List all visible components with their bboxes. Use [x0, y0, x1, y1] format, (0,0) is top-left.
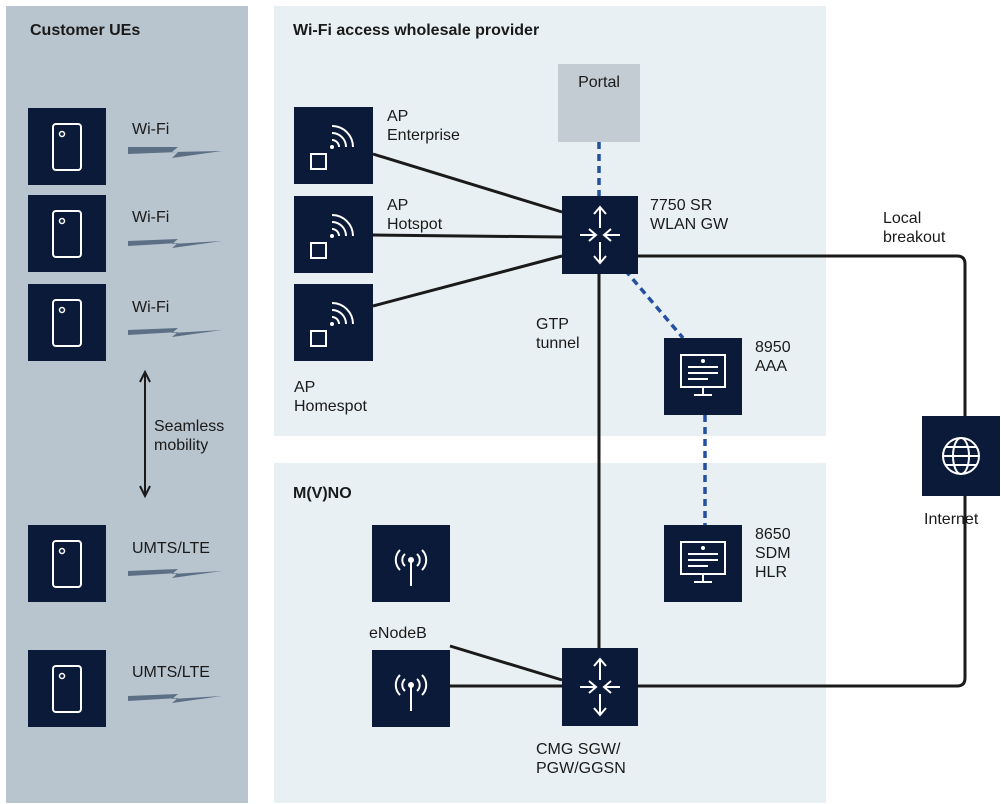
portal-label: Portal	[578, 74, 620, 91]
portal-node: Portal	[558, 64, 640, 142]
ue-link-label: Wi-Fi	[132, 121, 170, 138]
enodeb-label: eNodeB	[369, 625, 427, 642]
link-gw-aaa	[623, 268, 685, 340]
ue-phone-3	[28, 284, 106, 361]
ue-link-label: Wi-Fi	[132, 209, 170, 226]
link-ap-homespot-gw	[372, 254, 563, 308]
wifi-provider-title: Wi-Fi access wholesale provider	[293, 22, 540, 39]
link-enodeb1-cmg	[449, 644, 563, 682]
enodeb-2	[372, 650, 450, 727]
access-point-icon	[310, 214, 354, 259]
access-point-icon	[310, 302, 354, 347]
ap-homespot	[294, 284, 373, 361]
ue-phone-2	[28, 195, 106, 272]
cell-tower-icon	[394, 674, 428, 711]
seamless-mobility-arrow	[139, 369, 151, 499]
mvno-panel	[274, 463, 826, 803]
aaa-server-node	[664, 338, 742, 415]
ue-link-label: UMTS/LTE	[132, 664, 210, 681]
phone-icon	[52, 665, 82, 713]
mvno-title: M(V)NO	[293, 485, 352, 502]
link-local-breakout	[638, 254, 967, 416]
monitor-icon	[680, 541, 726, 583]
internet-node	[922, 416, 1000, 496]
cmg-gateway-node	[562, 648, 638, 726]
ap-hotspot	[294, 196, 373, 273]
wlan-gw-node	[562, 196, 638, 274]
cell-tower-icon	[394, 549, 428, 586]
monitor-icon	[680, 354, 726, 396]
link-ap-hotspot-gw	[372, 233, 563, 239]
phone-icon	[52, 299, 82, 347]
gateway-router-icon	[580, 205, 620, 265]
phone-icon	[52, 210, 82, 258]
globe-icon	[942, 437, 980, 475]
access-point-icon	[310, 125, 354, 170]
ue-phone-1	[28, 108, 106, 185]
gateway-router-icon	[580, 657, 620, 717]
phone-icon	[52, 540, 82, 588]
ue-link-label: UMTS/LTE	[132, 540, 210, 557]
link-cmg-internet	[638, 496, 967, 688]
ap-enterprise	[294, 107, 373, 184]
ue-phone-4	[28, 525, 106, 602]
customer-ues-title: Customer UEs	[30, 22, 141, 39]
sdm-hlr-node	[664, 525, 742, 602]
ue-link-label: Wi-Fi	[132, 299, 170, 316]
cmg-label: CMG SGW/PGW/GGSN	[536, 741, 626, 777]
enodeb-1	[372, 525, 450, 602]
ue-phone-5	[28, 650, 106, 727]
wireless-links	[128, 147, 222, 703]
phone-icon	[52, 123, 82, 171]
internet-label: Internet	[924, 511, 979, 528]
link-ap-enterprise-gw	[372, 152, 563, 214]
